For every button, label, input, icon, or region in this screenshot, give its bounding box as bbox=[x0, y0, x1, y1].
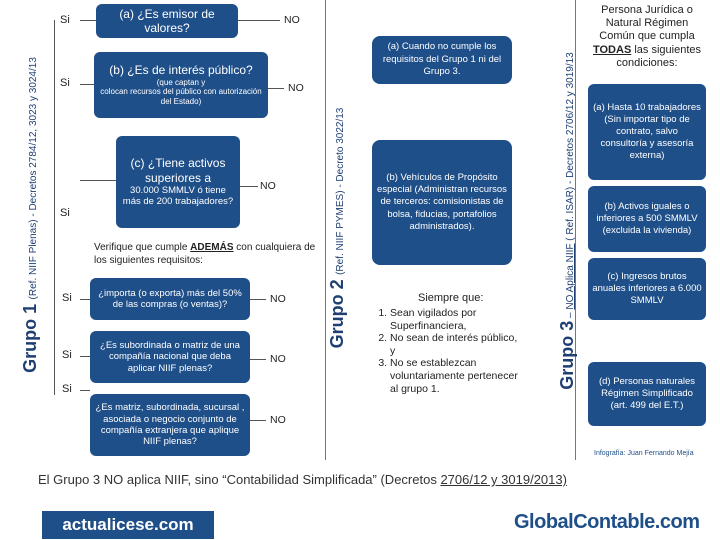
group3-sub-post: ( Ref. ISAR) - Decretos 2706/12 y 3019/1… bbox=[565, 52, 576, 244]
group2-label: Grupo 2 bbox=[327, 279, 347, 349]
infographic-credit: Infografía: Juan Fernando Mejía bbox=[594, 450, 694, 457]
footer-note: El Grupo 3 NO aplica NIIF, sino “Contabi… bbox=[38, 472, 567, 487]
group3-head-pre: Persona Jurídica o Natural Régimen Común… bbox=[599, 4, 695, 43]
footer-note-underline: 2706/12 y 3019/2013) bbox=[440, 472, 567, 487]
group2-conditions: Sean vigilados por Superfinanciera, No s… bbox=[370, 307, 520, 395]
spine-line bbox=[54, 20, 55, 395]
requirement-2-box: ¿Es subordinada o matriz de una compañía… bbox=[90, 331, 250, 383]
requirement-2-text: ¿Es subordinada o matriz de una compañía… bbox=[100, 339, 240, 374]
si-c: Si bbox=[60, 207, 70, 219]
group3-condition-a-text: (a) Hasta 10 trabajadores (Sin importar … bbox=[593, 102, 701, 161]
link-b-left bbox=[80, 84, 94, 85]
si-a: Si bbox=[60, 14, 70, 26]
globalcontable-logo-part1: Global bbox=[514, 511, 574, 533]
link-r3-left bbox=[80, 390, 90, 391]
group3-sub-pre: – bbox=[565, 309, 576, 321]
link-r2-left bbox=[80, 356, 90, 357]
question-b-box: (b) ¿Es de interés público? (que captan … bbox=[94, 52, 268, 118]
actualicese-logo-text: actualicese.com bbox=[62, 515, 194, 534]
separator-g2-g3 bbox=[575, 0, 576, 460]
verify-bold: ADEMÁS bbox=[190, 242, 234, 253]
question-a-box: (a) ¿Es emisor de valores? bbox=[96, 4, 238, 38]
si-r1: Si bbox=[62, 292, 72, 304]
group3-condition-d: (d) Personas naturales Régimen Simplific… bbox=[588, 362, 706, 426]
group2-condition-2: No sean de interés público, y bbox=[390, 332, 520, 357]
group3-header: Persona Jurídica o Natural Régimen Común… bbox=[588, 4, 706, 70]
group2-sub: (Ref. NIIF PYMES) - Decreto 3022/13 bbox=[335, 107, 346, 275]
group3-condition-b: (b) Activos iguales o inferiores a 500 S… bbox=[588, 186, 706, 252]
group3-head-bold: TODAS bbox=[592, 43, 632, 56]
question-c-box: (c) ¿Tiene activos superiores a 30.000 S… bbox=[116, 136, 240, 228]
requirement-1-text: ¿importa (o exporta) más del 50% de las … bbox=[98, 287, 242, 310]
question-a-text: (a) ¿Es emisor de valores? bbox=[119, 6, 215, 35]
link-b-right bbox=[268, 88, 284, 89]
group3-label: Grupo 3 bbox=[557, 320, 577, 390]
group3-head-post: las siguientes condiciones: bbox=[616, 43, 702, 69]
group3-sub-underline: NO Aplica NIIF bbox=[565, 243, 576, 310]
verify-pre: Verifique que cumple bbox=[94, 242, 191, 253]
separator-g1-g2 bbox=[325, 0, 326, 460]
requirement-3-box: ¿Es matriz, subordinada, sucursal , asoc… bbox=[90, 394, 250, 456]
group1-label: Grupo 1 bbox=[20, 303, 40, 373]
group2-box-a: (a) Cuando no cumple los requisitos del … bbox=[372, 36, 512, 84]
link-r1-left bbox=[80, 299, 90, 300]
group3-side-label: Grupo 3 – NO Aplica NIIF ( Ref. ISAR) - … bbox=[557, 11, 583, 431]
si-r3: Si bbox=[62, 383, 72, 395]
si-r2: Si bbox=[62, 349, 72, 361]
group2-box-a-text: (a) Cuando no cumple los requisitos del … bbox=[382, 41, 502, 78]
group3-condition-a: (a) Hasta 10 trabajadores (Sin importar … bbox=[588, 84, 706, 180]
no-b: NO bbox=[288, 82, 304, 94]
group3-condition-d-text: (d) Personas naturales Régimen Simplific… bbox=[598, 376, 696, 411]
question-b-note2: colocan recursos del público con autoriz… bbox=[100, 87, 262, 106]
group2-box-b-text: (b) Vehículos de Propósito especial (Adm… bbox=[377, 171, 507, 233]
group2-box-b: (b) Vehículos de Propósito especial (Adm… bbox=[372, 140, 512, 265]
group2-side-label: Grupo 2 (Ref. NIIF PYMES) - Decreto 3022… bbox=[327, 28, 353, 428]
group3-condition-b-text: (b) Activos iguales o inferiores a 500 S… bbox=[596, 201, 698, 236]
no-r1: NO bbox=[270, 293, 286, 305]
requirement-1-box: ¿importa (o exporta) más del 50% de las … bbox=[90, 278, 250, 320]
question-c-title: (c) ¿Tiene activos superiores a bbox=[130, 156, 226, 185]
question-b-title: (b) ¿Es de interés público? bbox=[109, 63, 253, 78]
link-r3-right bbox=[250, 420, 266, 421]
verify-post: con cualquiera de los siguientes requisi… bbox=[94, 242, 316, 266]
link-c-right bbox=[240, 186, 258, 187]
group2-always: Siempre que: bbox=[418, 292, 484, 304]
no-r2: NO bbox=[270, 353, 286, 365]
question-b-note1: (que captan y bbox=[156, 77, 206, 87]
requirement-3-text: ¿Es matriz, subordinada, sucursal , asoc… bbox=[95, 402, 245, 448]
no-r3: NO bbox=[270, 414, 286, 426]
group3-condition-c-text: (c) Ingresos brutos anuales inferiores a… bbox=[592, 271, 702, 306]
link-c-left bbox=[80, 180, 116, 181]
no-c: NO bbox=[260, 180, 276, 192]
footer-note-pre: El Grupo 3 NO aplica NIIF, sino “Contabi… bbox=[38, 472, 441, 487]
link-a-left bbox=[80, 20, 96, 21]
link-a-right bbox=[238, 20, 280, 21]
group3-condition-c: (c) Ingresos brutos anuales inferiores a… bbox=[588, 258, 706, 320]
group1-sub: (Ref. NIIF Plenas) - Decretos 2784/12, 3… bbox=[28, 57, 39, 300]
globalcontable-logo: GlobalContable.com bbox=[514, 511, 700, 534]
verify-text: Verifique que cumple ADEMÁS con cualquie… bbox=[94, 242, 320, 267]
link-r2-right bbox=[250, 359, 266, 360]
question-c-body: 30.000 SMMLV ó tiene más de 200 trabajad… bbox=[122, 185, 234, 208]
globalcontable-logo-part2: Contable.com bbox=[573, 511, 700, 533]
link-r1-right bbox=[250, 299, 266, 300]
group2-condition-3: No se establezcan voluntariamente perten… bbox=[390, 357, 520, 395]
group1-side-label: Grupo 1 (Ref. NIIF Plenas) - Decretos 27… bbox=[20, 0, 50, 435]
si-b: Si bbox=[60, 77, 70, 89]
group2-condition-1: Sean vigilados por Superfinanciera, bbox=[390, 307, 520, 332]
actualicese-logo: actualicese.com bbox=[42, 511, 214, 539]
no-a: NO bbox=[284, 14, 300, 26]
